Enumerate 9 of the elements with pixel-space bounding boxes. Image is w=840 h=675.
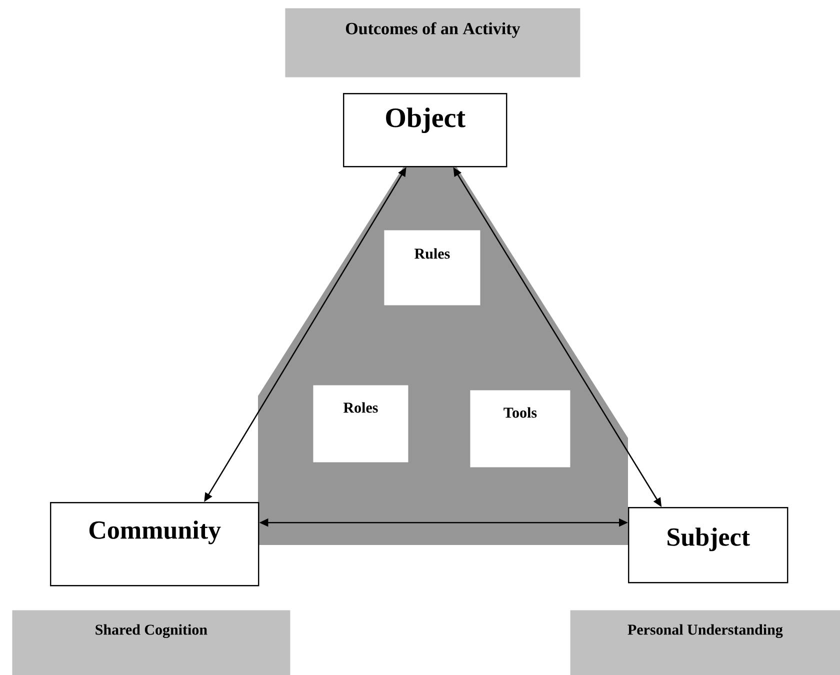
element-box: Tools bbox=[470, 390, 570, 468]
element-box: Roles bbox=[313, 385, 408, 462]
note-box: Shared Cognition bbox=[12, 610, 290, 675]
vertex-box: Subject bbox=[628, 507, 788, 584]
element-box: Rules bbox=[384, 230, 480, 306]
heading-box: Outcomes of an Activity bbox=[285, 8, 580, 78]
vertex-box: Object bbox=[343, 93, 508, 168]
note-box: Personal Understanding bbox=[570, 610, 840, 675]
vertex-box: Community bbox=[50, 502, 260, 586]
